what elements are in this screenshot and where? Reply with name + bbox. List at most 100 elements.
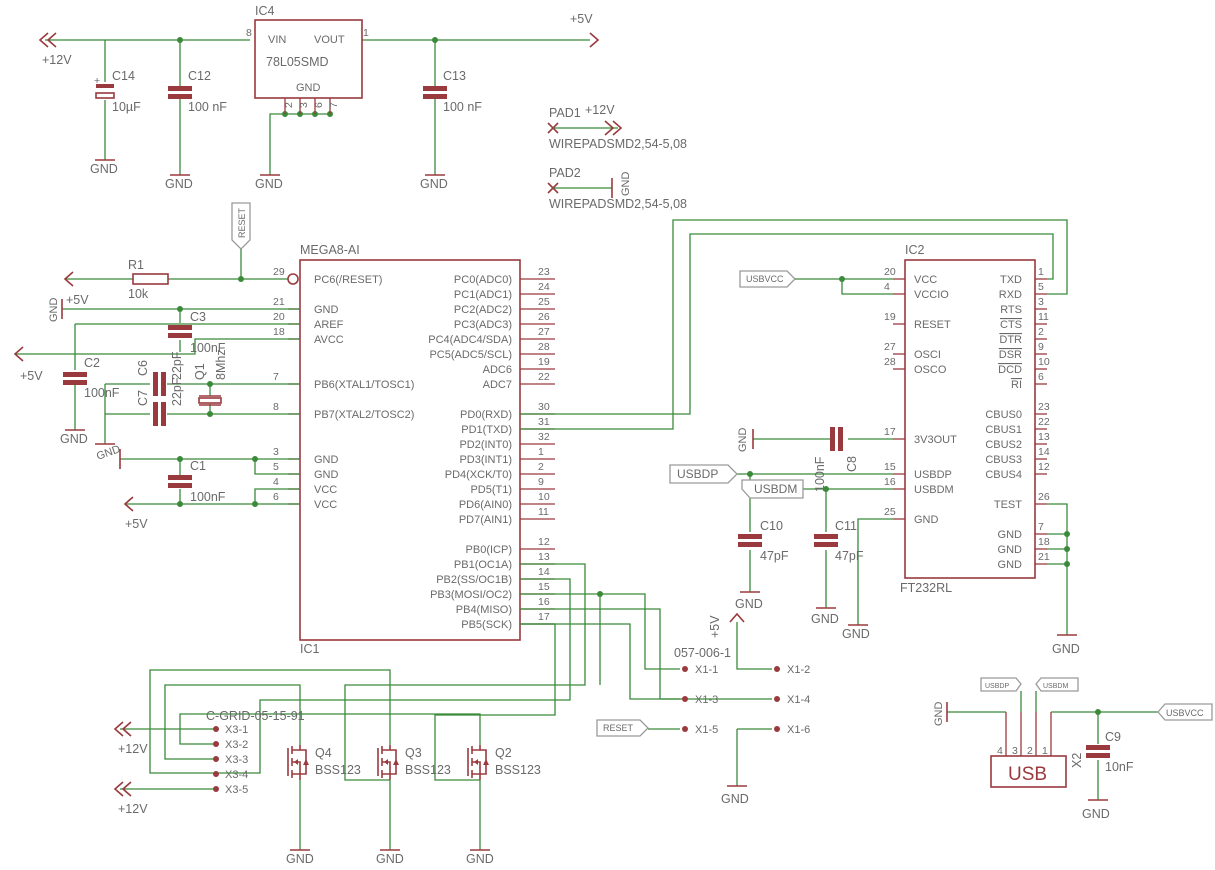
ft232-pin-number: 19 [884,311,896,323]
svg-text:47pF: 47pF [760,549,789,563]
ft232-pin-number: 23 [1038,401,1050,413]
usbvcc-label-ic2: USBVCC [739,270,796,288]
svg-text:C11: C11 [835,519,857,533]
mcu-pin-number: 14 [538,566,550,578]
svg-text:C9: C9 [1105,730,1121,744]
ft232-pin-label: RXD [999,289,1022,301]
svg-text:Q1: Q1 [193,363,207,380]
mcu-junctions [177,306,258,507]
svg-text:GND: GND [737,428,749,453]
ft232-pin-number: 11 [1038,311,1049,323]
svg-text:WIREPADSMD2,54-5,08: WIREPADSMD2,54-5,08 [549,137,687,151]
capacitor-c3: C3 100nF [168,310,226,355]
svg-text:X3-2: X3-2 [225,739,248,751]
svg-text:GND: GND [735,597,763,611]
mcu-pin-label: PC5(ADC5/SCL) [429,349,512,361]
ft232-pin-label: DSR [999,349,1022,361]
ft232-pin-label: OSCI [914,349,941,361]
ft232-pin-label: CBUS2 [985,439,1022,451]
mosfet-part: BSS123 [405,763,451,777]
ft232-pin-label: CBUS4 [985,469,1022,481]
supply-12v-x3: +12V +12V [113,721,148,816]
mcu-pin-number: 12 [538,536,550,548]
ft232-pin-label: USBDP [914,469,952,481]
ft232-pin-number: 18 [1038,536,1050,548]
gnd-usb: GND [933,702,948,726]
pad2: GND PAD2 WIREPADSMD2,54-5,08 [547,166,687,211]
svg-text:C-GRID-05-15-91: C-GRID-05-15-91 [206,709,305,723]
ft232-pin-number: 27 [884,341,896,353]
mcu-pin-label: PB0(ICP) [466,544,512,556]
svg-text:FT232RL: FT232RL [900,581,952,595]
capacitor-c13: C13 100 nF [423,69,482,114]
mcu-pin-number: 27 [538,326,550,338]
ft232-pin-number: 10 [1038,356,1050,368]
mcu-pin-label: PB5(SCK) [461,619,512,631]
svg-text:C8: C8 [845,456,859,472]
mcu-pin-label: PB3(MOSI/OC2) [430,589,512,601]
wires-x3 [120,669,481,850]
svg-text:IC1: IC1 [300,642,320,656]
ft232-pin-label: TXD [1000,274,1022,286]
svg-text:WIREPADSMD2,54-5,08: WIREPADSMD2,54-5,08 [549,197,687,211]
svg-text:X1-4: X1-4 [787,694,810,706]
mosfet-name: Q4 [315,746,332,760]
svg-text:GND: GND [90,162,118,176]
svg-text:PAD2: PAD2 [549,166,581,180]
svg-text:100nF: 100nF [190,341,226,355]
mcu-pin-label: PC6(/RESET) [314,274,382,286]
svg-text:GND: GND [60,432,88,446]
gnd-ic2-25: GND [842,624,870,641]
ft232-pin-number: 13 [1038,431,1050,443]
ft232-pin-label: CTS [1000,319,1022,331]
svg-text:MEGA8-AI: MEGA8-AI [300,243,360,257]
ft232-pin-number: 28 [884,356,896,368]
svg-text:1: 1 [1042,745,1048,757]
svg-text:22pF: 22pF [170,377,184,406]
ft232-pin-label: CBUS1 [985,424,1022,436]
svg-text:GND: GND [48,298,60,323]
ft232-pin-label: CBUS3 [985,454,1022,466]
svg-text:C13: C13 [443,69,466,83]
ft232-pin-number: 15 [884,461,896,473]
mcu-pin-number: 1 [538,446,544,458]
mcu-left-pins: 29PC6(/RESET)21GND20AREF18AVCC7PB6(XTAL1… [273,266,414,511]
mcu-pin-label: ADC6 [483,364,512,376]
mcu-pin-label: PB4(MISO) [456,604,512,616]
svg-text:6: 6 [313,102,325,108]
mcu-pin-number: 20 [273,311,285,323]
svg-text:100nF: 100nF [190,490,226,504]
svg-text:GND: GND [1052,642,1080,656]
ft232-pin-number: 17 [884,426,896,438]
svg-text:VIN: VIN [268,34,286,46]
gnd-crystal: GND [95,443,122,469]
ft232-pin-number: 26 [1038,491,1050,503]
svg-text:USBDP: USBDP [985,683,1009,690]
mcu-right-pins: 23PC0(ADC0)24PC1(ADC1)25PC2(ADC2)26PC3(A… [428,266,555,631]
svg-text:VOUT: VOUT [314,34,345,46]
supply-5v-isp: +5V [708,612,745,638]
mcu-pin-number: 22 [538,371,550,383]
ft232-pin-number: 6 [1038,371,1044,383]
svg-text:RESET: RESET [603,723,634,733]
ft232-pin-label: RI [1011,379,1022,391]
ft232-pin-number: 25 [884,506,896,518]
ft232-pin-number: 12 [1038,461,1050,473]
mcu-pin-number: 16 [538,596,550,608]
mcu-pin-label: PC1(ADC1) [454,289,512,301]
svg-text:GND: GND [165,177,193,191]
svg-text:GND: GND [286,852,314,866]
mcu-pin-label: PC3(ADC3) [454,319,512,331]
mcu-pin-number: 31 [538,416,550,428]
gnd-symbols-power: GND GND GND GND [90,159,448,191]
mcu-pin-label: AREF [314,319,344,331]
svg-text:057-006-1: 057-006-1 [674,646,731,660]
ft232-pin-number: 4 [884,281,890,293]
svg-text:+12V: +12V [118,802,148,816]
svg-text:IC2: IC2 [905,243,925,257]
svg-text:C2: C2 [84,356,100,370]
isp-header-x1: 057-006-1 X1-1 X1-2 X1-3 X1-4 X1-5 X1-6 [674,646,810,736]
gnd-isp: GND [721,785,749,806]
ft232-pin-label: RTS [1000,304,1022,316]
